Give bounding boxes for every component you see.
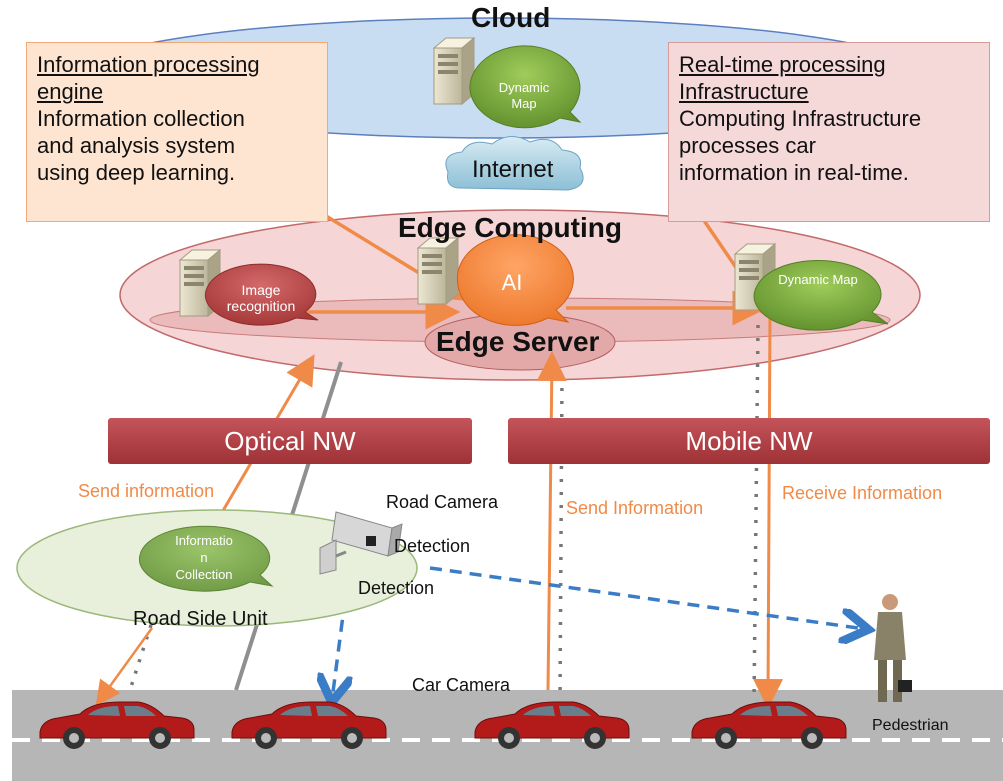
cloud-title: Cloud [471, 2, 551, 33]
arrow-car-to-edge [536, 351, 567, 691]
engine-body-line2: and analysis system [37, 133, 236, 158]
callout-information-processing-engine: Information processing engine Informatio… [26, 42, 328, 222]
send-information-left-label: Send information [78, 481, 215, 501]
info-collection-line2: n [200, 550, 208, 565]
cloud-dynamic-map-label: Dynamic Map [498, 80, 550, 111]
arrow-detection-pedestrian [429, 566, 858, 628]
arrow-detection-car [333, 599, 345, 692]
car-camera-label: Car Camera [412, 675, 511, 695]
information-collection-bubble [138, 525, 274, 592]
pedestrian-label: Pedestrian [872, 717, 949, 734]
engine-heading-line1: Information processing [37, 52, 260, 77]
infra-heading-line1: Real-time processing [679, 52, 886, 77]
optical-network-band: Optical NW [108, 418, 472, 464]
send-information-mid-label: Send Information [566, 498, 704, 518]
edge-computing-title: Edge Computing [398, 212, 622, 243]
internet-label: Internet [472, 156, 554, 183]
information-collection-label: Informatio n Collection [156, 532, 252, 583]
detection-label-1: Detection [394, 536, 471, 556]
infra-body-line3: information in real-time. [679, 160, 909, 185]
info-collection-line1: Informatio [175, 533, 233, 548]
engine-body-line3: using deep learning. [37, 160, 236, 185]
info-collection-line3: Collection [175, 567, 233, 582]
pedestrian-icon [874, 594, 912, 702]
arrow-rsu-to-car [95, 627, 154, 707]
ai-bubble [456, 234, 574, 326]
image-recognition-bubble [204, 263, 319, 326]
road-camera-label: Road Camera [386, 492, 499, 512]
engine-body-line1: Information collection [37, 106, 245, 131]
callout-realtime-infrastructure: Real-time processing Infrastructure Comp… [668, 42, 990, 222]
mobile-link-dotted-2 [752, 324, 760, 701]
infra-heading-line2: Infrastructure [679, 79, 809, 104]
ai-label: AI [501, 270, 523, 295]
edge-server-icon-center [417, 237, 459, 305]
detection-label-2: Detection [358, 578, 435, 598]
cloud-dynamic-map-bubble [469, 45, 582, 129]
engine-heading-line2: engine [37, 79, 104, 104]
infra-body-line2: processes car [679, 133, 816, 158]
edge-server-label: Edge Server [436, 326, 600, 357]
road-camera-icon [319, 511, 403, 575]
arrow-edge-to-car [753, 311, 784, 709]
receive-information-label: Receive Information [782, 483, 943, 503]
image-recognition-label: Image recognition [226, 282, 296, 314]
mobile-network-band: Mobile NW [508, 418, 990, 464]
cloud-server-icon [433, 37, 475, 105]
internet-cloud [445, 136, 584, 191]
edge-dynamic-map-bubble [753, 259, 889, 331]
edge-dynamic-map-label: Dynamic Map [778, 272, 858, 287]
infra-body-line1: Computing Infrastructure [679, 106, 922, 131]
road-side-unit-label: Road Side Unit [133, 608, 268, 630]
